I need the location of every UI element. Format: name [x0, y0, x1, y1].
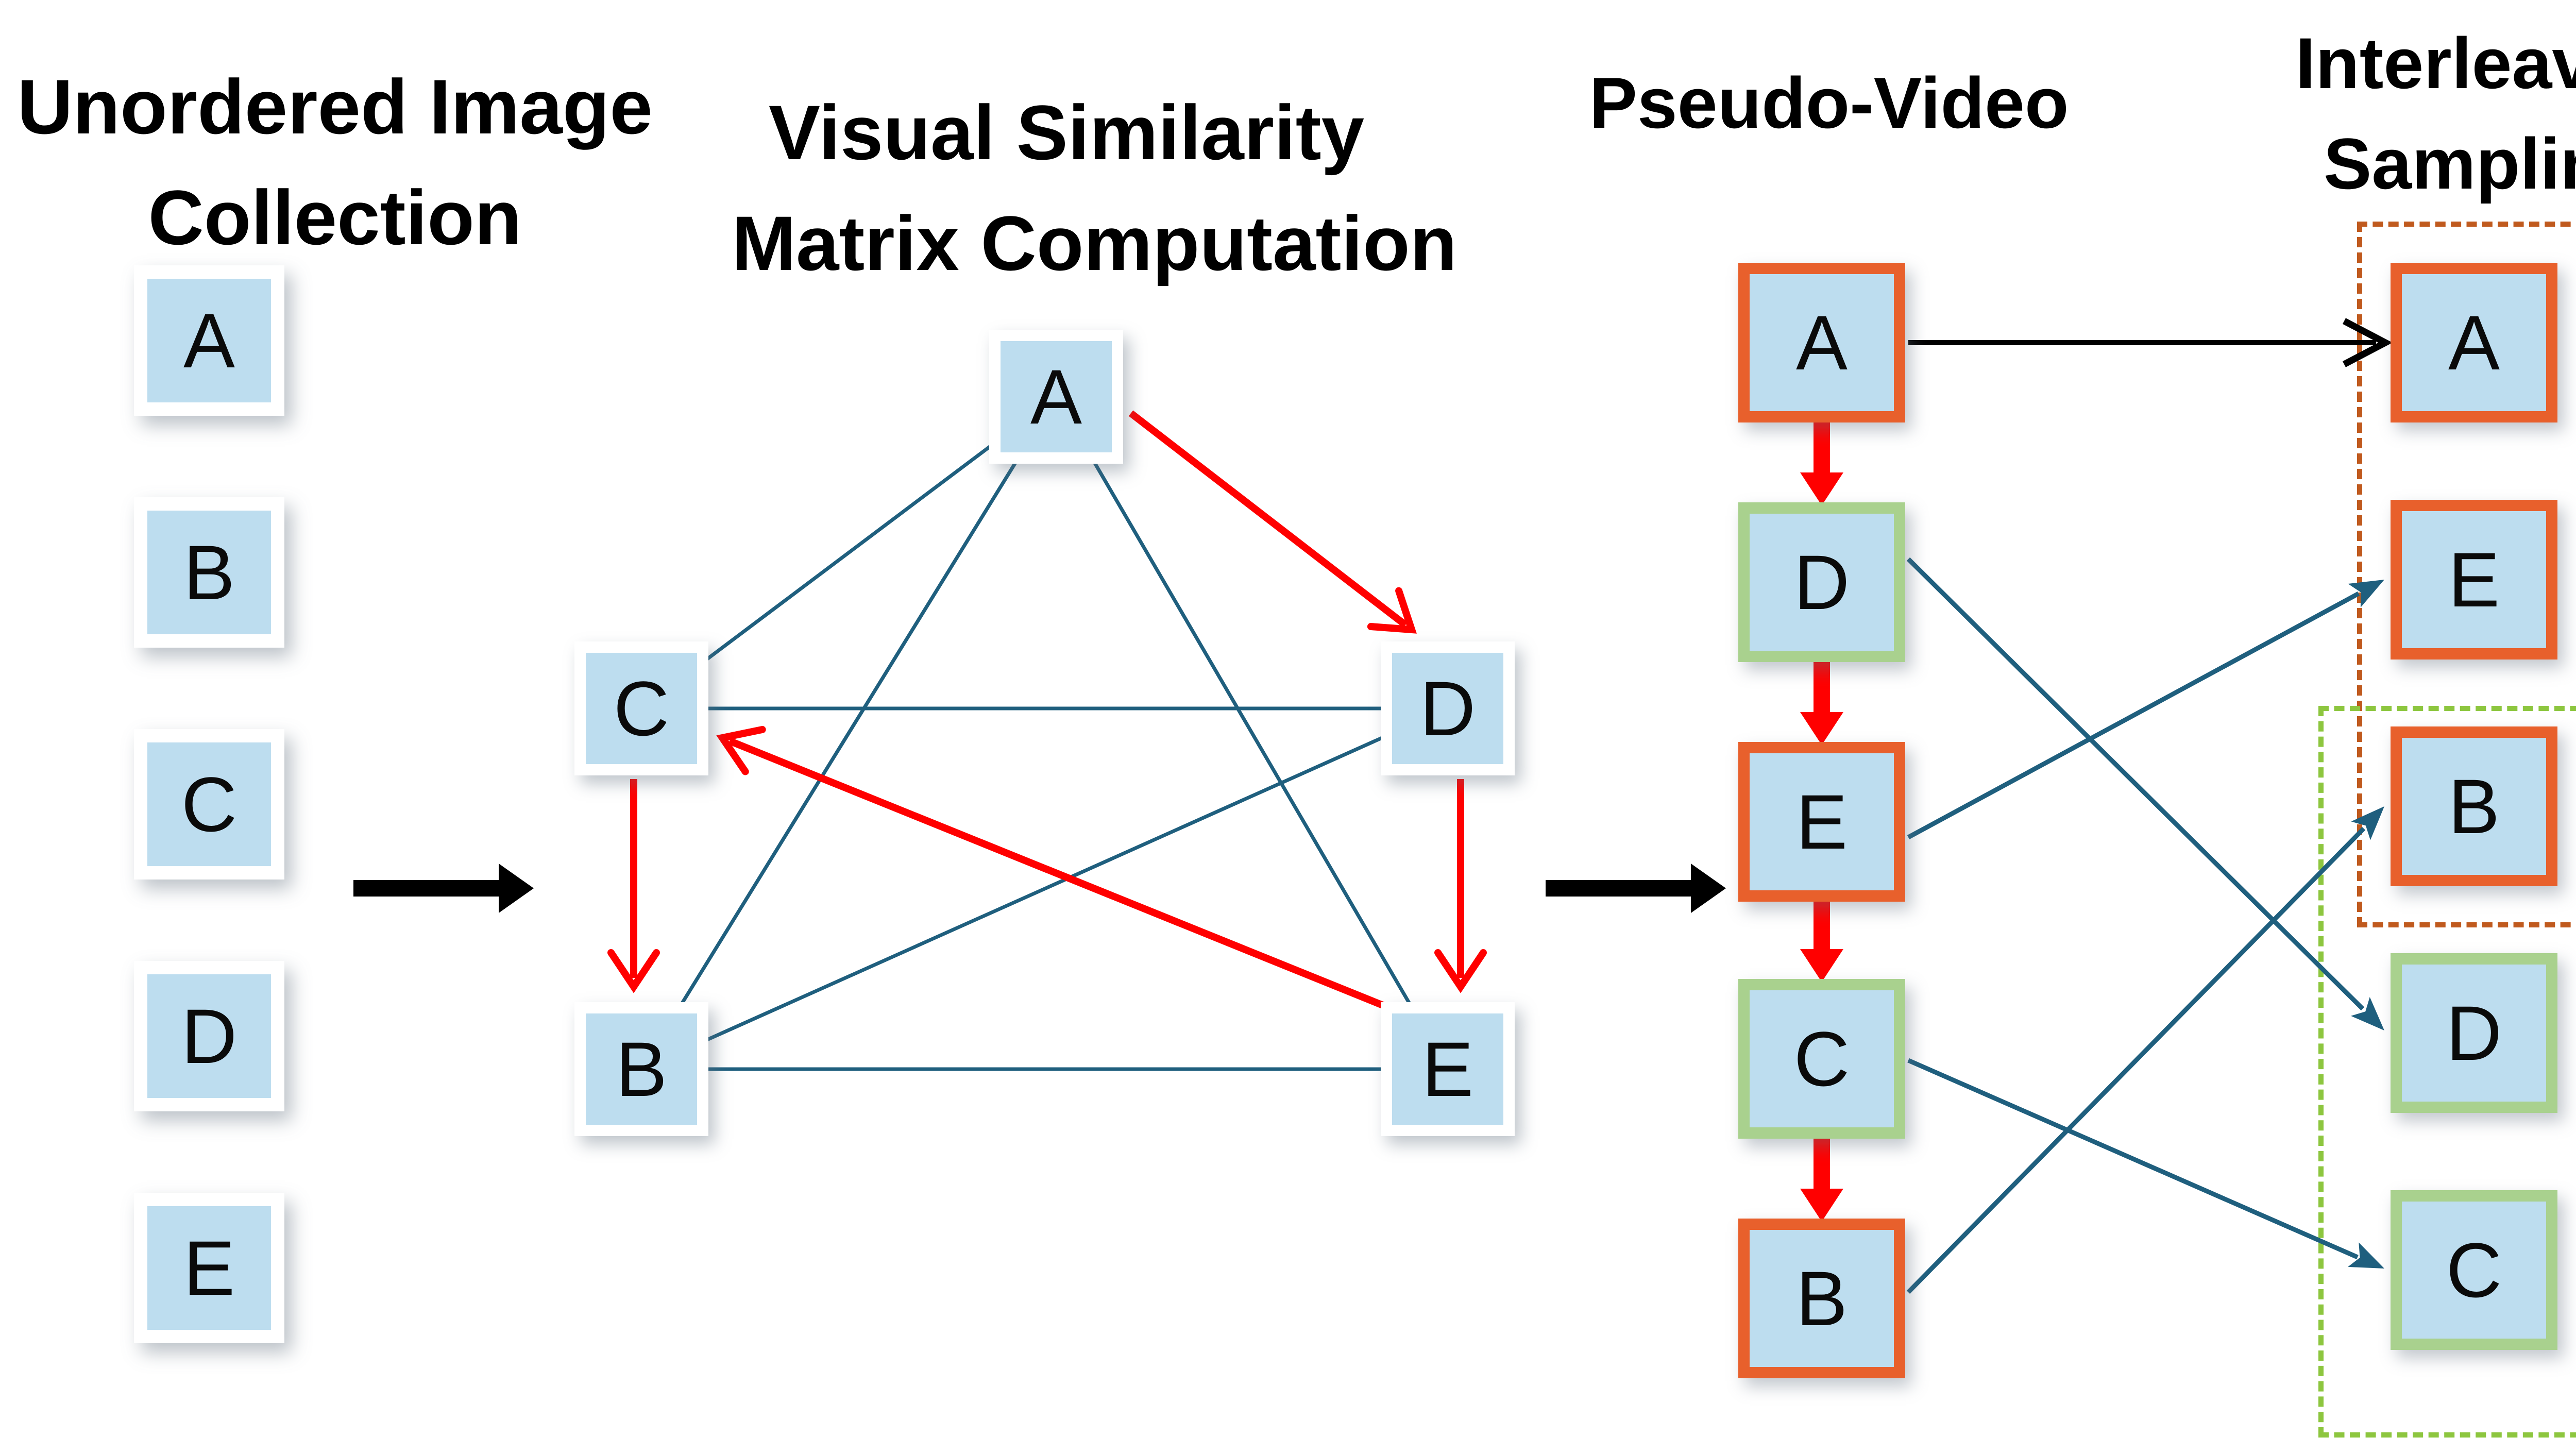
sampled-frame-D: D: [2391, 953, 2557, 1113]
image-label: A: [183, 297, 235, 384]
frame-label: E: [2448, 536, 2500, 623]
sample-line-C: [1907, 1058, 2359, 1260]
similarity-edge-A-C: [640, 395, 1058, 710]
frame-label: C: [2446, 1226, 2502, 1313]
title-line: Sampling: [2323, 123, 2576, 204]
sampled-frame-E: E: [2391, 500, 2557, 660]
sample-arrowhead-E: [2348, 580, 2384, 607]
graph-node-A: A: [989, 330, 1123, 464]
frame-label: A: [2448, 299, 2500, 386]
image-label: C: [181, 760, 238, 848]
collection-image-E: E: [134, 1193, 284, 1343]
frame-label: B: [1795, 1255, 1848, 1342]
node-label: D: [1419, 665, 1476, 752]
video-arrow-A-D: [1800, 422, 1843, 505]
video-frame-E: E: [1738, 742, 1905, 902]
collection-image-D: D: [134, 961, 284, 1111]
image-label: B: [183, 529, 235, 616]
video-arrow-C-B: [1800, 1139, 1843, 1222]
title-pseudo-video: Pseudo-Video: [1520, 54, 2138, 152]
sample-line-D: [1906, 557, 2365, 1011]
frame-label: C: [1793, 1015, 1850, 1102]
path-arrowhead-C-B: [607, 949, 660, 993]
title-line: Pseudo-Video: [1589, 62, 2069, 143]
title-line: Collection: [148, 174, 522, 261]
video-frame-A: A: [1738, 263, 1905, 422]
frame-label: D: [1793, 538, 1850, 625]
collection-image-B: B: [134, 497, 284, 648]
sample-arrowhead-A-A: [2342, 318, 2393, 367]
path-arrow-E-C: [728, 737, 1425, 1025]
title-similarity-matrix: Visual Similarity Matrix Computation: [732, 77, 1458, 299]
similarity-edge-B-D: [640, 706, 1449, 1071]
sample-line-B: [1906, 826, 2366, 1294]
frame-label: A: [1795, 299, 1848, 386]
graph-node-D: D: [1381, 641, 1515, 775]
title-line: Interleaved: [2295, 23, 2576, 104]
graph-node-C: C: [574, 641, 708, 775]
path-arrowhead-D-E: [1434, 949, 1487, 993]
title-unordered-collection: Unordered Image Collection: [0, 52, 670, 273]
collection-image-A: A: [134, 265, 284, 416]
graph-node-E: E: [1381, 1002, 1515, 1136]
sample-arrowhead-B: [2351, 806, 2384, 840]
title-interleaved-sampling: Interleaved Sampling: [2177, 13, 2576, 214]
sampled-frame-A: A: [2391, 263, 2557, 422]
cluster2-sample-group-outline: [2318, 706, 2576, 1438]
sample-arrowhead-C: [2348, 1242, 2384, 1269]
path-arrowhead-E-C: [716, 725, 766, 775]
node-label: C: [613, 665, 670, 752]
path-arrowhead-A-D: [1367, 587, 1417, 634]
node-label: B: [615, 1025, 668, 1112]
graph-node-B: B: [574, 1002, 708, 1136]
video-arrow-D-E: [1800, 662, 1843, 745]
title-line: Visual Similarity: [768, 89, 1365, 176]
video-frame-C: C: [1738, 979, 1905, 1139]
video-frame-D: D: [1738, 502, 1905, 662]
video-frame-B: B: [1738, 1219, 1905, 1378]
cluster1-sample-group-outline: [2357, 222, 2576, 927]
frame-label: D: [2446, 989, 2502, 1076]
similarity-edge-A-E: [1054, 396, 1450, 1070]
sample-line-E: [1907, 591, 2360, 839]
similarity-edge-A-B: [640, 396, 1058, 1070]
sampled-frame-B: B: [2391, 726, 2557, 886]
node-label: A: [1030, 353, 1082, 440]
sample-arrowhead-D: [2350, 996, 2384, 1030]
flow-arrow-collection-to-graph: [353, 864, 534, 913]
title-line: Unordered Image: [17, 63, 653, 150]
collection-image-C: C: [134, 729, 284, 880]
frame-label: E: [1795, 778, 1848, 865]
image-label: D: [181, 992, 238, 1079]
video-arrow-E-C: [1800, 902, 1843, 982]
title-line: Matrix Computation: [732, 200, 1458, 286]
path-arrow-A-D: [1128, 410, 1408, 628]
node-label: E: [1421, 1025, 1474, 1112]
image-label: E: [183, 1224, 235, 1311]
flow-arrow-graph-to-pseudo-video: [1546, 864, 1726, 913]
frame-label: B: [2448, 763, 2500, 850]
sampled-frame-C: C: [2391, 1190, 2557, 1350]
